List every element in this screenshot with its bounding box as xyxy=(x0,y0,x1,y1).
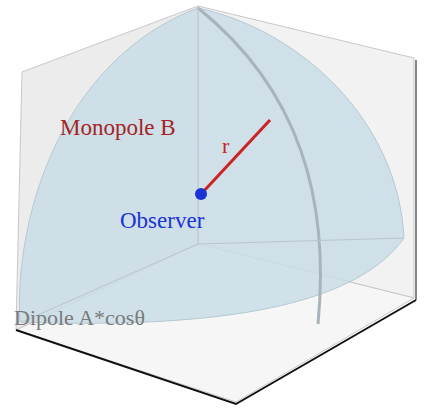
axis-line xyxy=(198,238,404,244)
observer-dot xyxy=(195,188,207,200)
meridian-arc xyxy=(198,8,320,324)
dimension-label: r xyxy=(222,134,229,158)
radius-line xyxy=(203,120,270,192)
frame-edge xyxy=(416,60,417,300)
sphere-octant xyxy=(19,8,404,323)
part-name: Observer xyxy=(120,208,204,233)
part-name: Dipole A*cosθ xyxy=(14,306,145,330)
part-name: Monopole B xyxy=(60,115,176,140)
